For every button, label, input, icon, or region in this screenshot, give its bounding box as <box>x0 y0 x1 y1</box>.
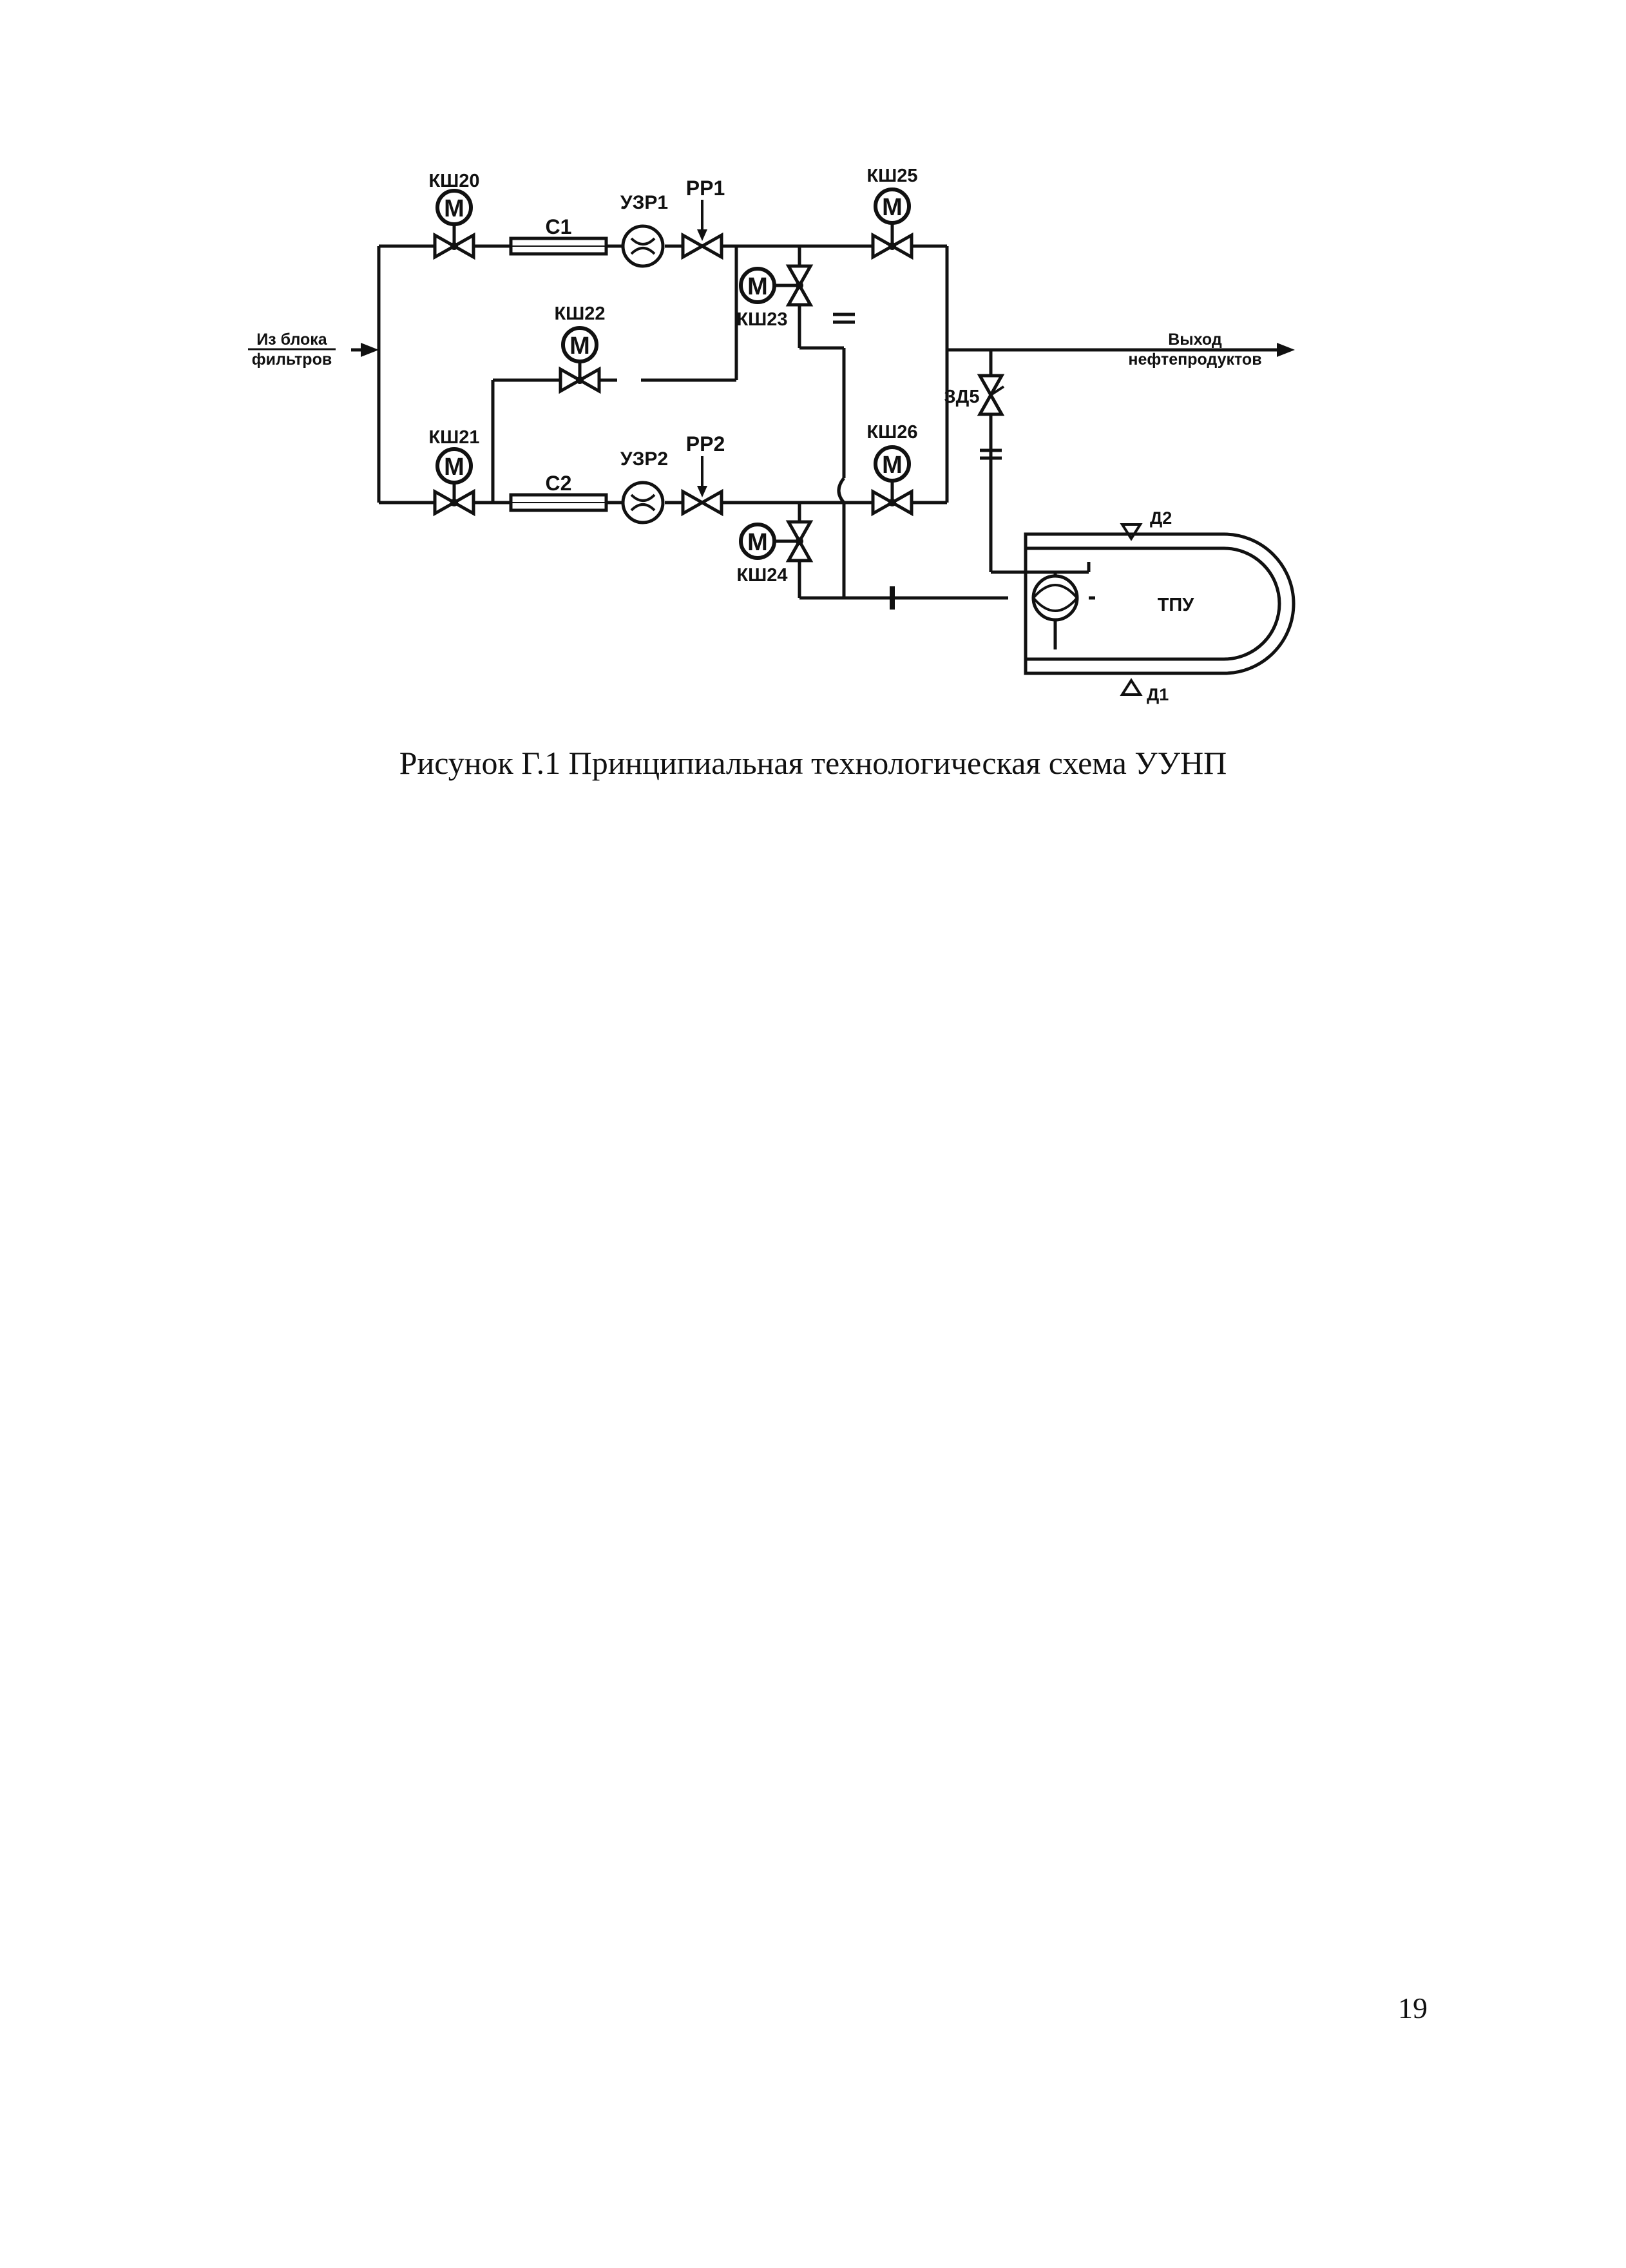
figure-caption: Рисунок Г.1 Принципиальная технологическ… <box>399 745 1227 781</box>
process-flow-diagram: М М М М М М М КШ20 КШ21 КШ22 КШ25 КШ26 К… <box>248 166 1296 704</box>
valve-ksh23 <box>741 266 810 305</box>
label-ksh23: КШ23 <box>736 309 787 330</box>
motor-ksh24-letter: М <box>747 529 768 556</box>
label-ksh24: КШ24 <box>736 565 787 586</box>
detector-d1-icon <box>1120 678 1143 696</box>
outlet-label-line2: нефтепродуктов <box>1128 351 1261 369</box>
label-tpu: ТПУ <box>1158 595 1195 615</box>
outlet-label-line1: Выход <box>1168 331 1222 349</box>
label-zd5: ЗД5 <box>944 387 980 407</box>
valve-ksh21 <box>435 449 473 514</box>
valve-ksh26 <box>873 447 912 514</box>
label-c1: С1 <box>546 215 572 238</box>
regulator-rr2 <box>683 456 722 514</box>
motor-ksh21-letter: М <box>444 454 464 481</box>
prover-four-way-valve <box>1031 574 1079 622</box>
label-ksh22: КШ22 <box>554 303 605 324</box>
valve-ksh25 <box>873 189 912 257</box>
inlet-label-line1: Из блока <box>256 331 327 349</box>
flowmeter-uzr1 <box>621 224 665 268</box>
outlet-arrow-icon <box>1277 343 1295 357</box>
motor-ksh20-letter: М <box>444 195 464 222</box>
valve-ksh20 <box>435 191 473 257</box>
label-uzr2: УЗР2 <box>620 448 668 470</box>
motor-ksh26-letter: М <box>882 452 903 479</box>
motor-ksh22-letter: М <box>569 332 590 360</box>
label-c2: С2 <box>546 472 572 495</box>
label-ksh20: КШ20 <box>428 171 479 191</box>
page-number: 19 <box>1398 1992 1428 2024</box>
label-d1: Д1 <box>1147 685 1169 704</box>
label-ksh26: КШ26 <box>866 422 917 443</box>
valve-ksh22 <box>560 328 599 391</box>
regulator-rr1 <box>683 200 722 257</box>
flowmeter-uzr2 <box>621 481 665 524</box>
label-d2: Д2 <box>1150 508 1172 528</box>
detector-d2-icon <box>1120 523 1143 541</box>
label-rr1: РР1 <box>686 177 725 200</box>
label-rr2: РР2 <box>686 432 725 456</box>
valve-ksh24 <box>741 522 810 561</box>
inlet-arrow-icon <box>361 343 379 357</box>
valve-zd5 <box>980 376 1005 414</box>
label-ksh21: КШ21 <box>428 427 479 448</box>
inlet-label-line2: фильтров <box>252 351 332 369</box>
motor-ksh25-letter: М <box>882 194 903 221</box>
label-uzr1: УЗР1 <box>620 192 668 213</box>
label-ksh25: КШ25 <box>866 166 917 186</box>
motor-ksh23-letter: М <box>747 273 768 300</box>
